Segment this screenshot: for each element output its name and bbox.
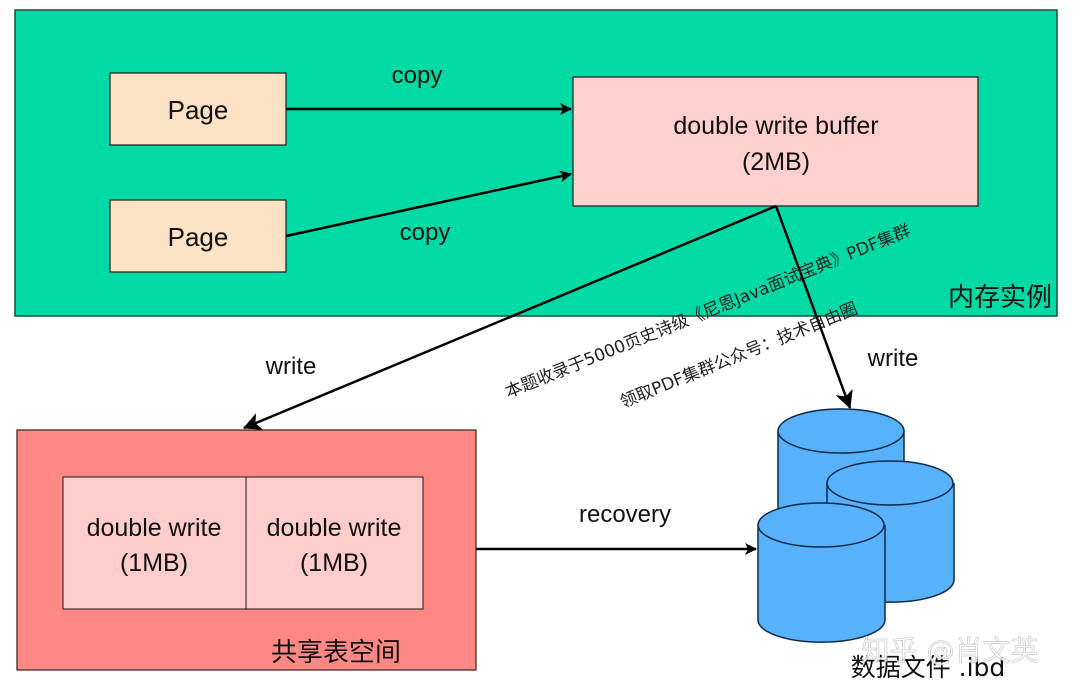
page-label-2: Page [168,222,229,252]
recovery-label: recovery [579,501,671,528]
double-write-buffer-box: double write buffer (2MB) [572,76,979,207]
memory-instance-label: 内存实例 [948,283,1052,313]
zhihu-watermark: 知乎 @肖文英 [862,634,1039,667]
data-files-icon: 数据文件 .ibd [757,408,1006,682]
dw-cell-1-size: (1MB) [120,549,188,577]
write-arrow-to-shared [242,204,777,430]
dw-cell-2-title: double write [267,514,402,542]
buffer-title: double write buffer [673,112,878,140]
double-write-cell-2 [245,476,424,610]
buffer-size: (2MB) [742,148,810,176]
shared-tablespace-label: 共享表空间 [271,638,401,668]
page-box-1: Page [109,72,287,146]
copy-label-1: copy [392,62,443,89]
double-write-cell-1 [62,476,247,610]
page-box-2: Page [109,199,287,273]
page-label-1: Page [168,95,229,125]
dw-cell-2-size: (1MB) [300,549,368,577]
write-label-left: write [265,353,317,380]
write-label-right: write [867,345,919,372]
data-files-label: 数据文件 .ibd [851,653,1006,682]
shared-tablespace-container: double write (1MB) double write (1MB) 共享… [16,429,477,671]
dw-cell-1-title: double write [87,514,222,542]
database-cylinder-icon-front [757,502,886,643]
copy-arrow-2 [285,170,572,238]
copy-label-2: copy [400,219,451,246]
write-arrow-to-datafile [774,205,853,410]
